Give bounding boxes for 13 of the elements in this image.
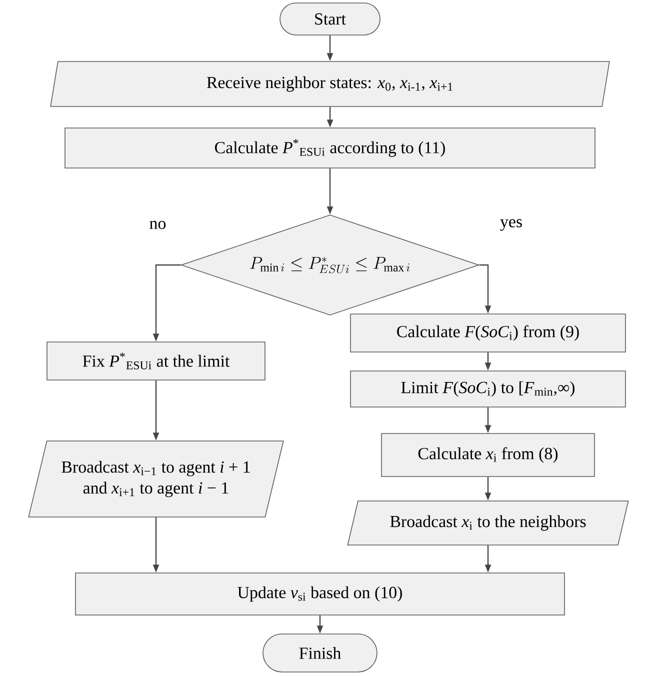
- process-box: Fix P$^{*}$$_{ESUi}$ at the limit: [46, 342, 266, 380]
- process-box: Calculate P$^{*}$$_{ESUi}$ according to (11): [64, 128, 596, 168]
- io-parallelogram: Receive neighbor states: x$_{0}$, x$_{i-1}$, x$_{i+1}$: [50, 61, 610, 107]
- io-parallelogram: Broadcast x$_{i}$ to the neighbors: [347, 500, 629, 546]
- edge-label: no: [148, 220, 168, 230]
- terminal-box: Start: [280, 2, 380, 36]
- io-parallelogram: Broadcast x$_{i−1}$ to agent i+ 1 and x$_{i+1}$ to agent i− 1: [28, 440, 284, 518]
- process-box: Limit F(SoC$_{i}$) to [F$_{min}$,∞): [350, 370, 626, 408]
- terminal-box: Finish: [262, 634, 378, 672]
- process-box: Calculate x$_{i}$ from (8): [381, 433, 595, 477]
- edge-label: yes: [498, 218, 524, 232]
- process-box: Update v$_{si}$ based on (10): [75, 572, 565, 616]
- process-box: Calculate F(SoC$_{i}$) from (9): [350, 314, 626, 352]
